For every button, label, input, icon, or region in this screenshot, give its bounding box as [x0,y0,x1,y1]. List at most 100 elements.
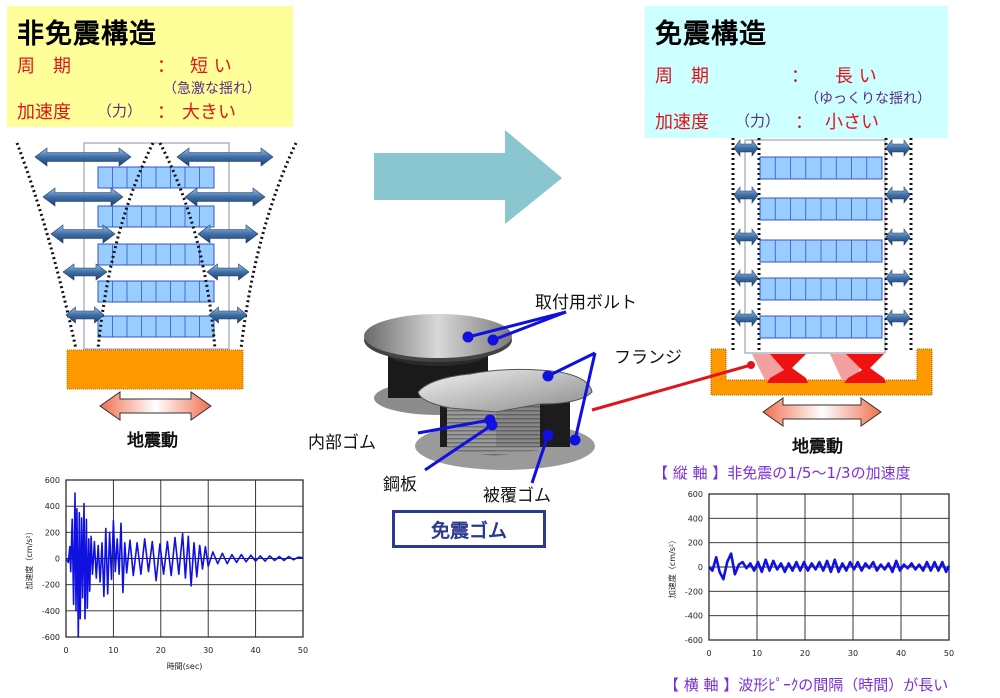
sway-arrow-icon [42,187,124,207]
y-tick-label: 600 [688,490,703,499]
x-tick-label: 20 [800,649,810,658]
floor [97,315,215,338]
y-axis-label: 加速度（cm/s²） [667,536,677,598]
isolated-info-panel: 免震構造 周 期 ： 長 い （ゆっくりな揺れ） 加速度 （力） ： 小さい [645,6,948,138]
period-label: 周 期 [655,66,709,87]
sway-arrow-icon [50,224,116,244]
isolation-bearing-icon [752,354,808,383]
acceleration-value: 大きい [182,102,236,123]
acceleration-colon: ： [795,112,813,133]
period-note: （ゆっくりな揺れ） [805,91,931,107]
floor [97,243,215,266]
cover-rubber-label: 被覆ゴム [483,486,551,506]
y-axis-label: 加速度（cm/s²） [24,527,34,589]
rubber-bearing-illustration [364,310,755,484]
y-tick-label: -600 [42,633,60,642]
sway-arrow-icon [885,139,911,157]
non-isolated-building [15,142,298,421]
x-tick-label: 0 [63,646,68,655]
ground-motion-label: 地震動 [792,437,843,457]
ground-motion-label: 地震動 [127,431,178,451]
sway-arrow-icon [208,306,248,324]
transition-arrow-icon [374,130,562,224]
y-tick-label: 0 [55,555,60,564]
floor [97,166,215,189]
sway-arrow-icon [733,269,759,287]
floor [759,239,883,263]
ground-motion-arrow-icon [99,391,212,421]
x-tick-label: 40 [251,646,261,655]
period-colon: ： [157,56,175,77]
isolated-building [710,138,933,427]
sway-arrows [733,139,911,327]
floor [759,156,883,180]
isolation-bearing-icon [830,354,886,383]
floor [97,205,215,228]
sway-arrow-icon [885,228,911,246]
non-isolated-info-panel: 非免震構造 周 期 ： 短 い （急激な揺れ） 加速度 （力） ： 大きい [7,6,293,127]
x-tick-label: 20 [156,646,166,655]
sway-arrow-icon [733,186,759,204]
x-tick-label: 10 [108,646,118,655]
y-tick-label: 200 [688,539,703,548]
x-tick-label: 10 [752,649,762,658]
inner-rubber-label: 内部ゴム [308,433,376,453]
acceleration-series-line [708,552,951,581]
bolt-label: 取付用ボルト [535,293,637,313]
floor [759,197,883,221]
force-label: （力） [97,102,143,120]
non-isolated-title: 非免震構造 [17,19,157,50]
sway-arrow-icon [885,309,911,327]
vertical-axis-note: 【 縦 軸 】非免震の1/5～1/3の加速度 [653,464,911,482]
acceleration-label: 加速度 [17,102,71,123]
sway-arrow-icon [206,263,250,281]
y-tick-label: -400 [685,612,703,621]
sway-arrow-icon [885,186,911,204]
floor [759,315,883,339]
acceleration-value: 小さい [825,112,879,133]
steel-plate-label: 鋼板 [383,475,417,495]
y-tick-label: 400 [45,502,60,511]
x-tick-label: 50 [944,649,954,658]
acceleration-colon: ： [157,102,175,123]
y-tick-label: -200 [42,581,60,590]
y-tick-label: -600 [685,636,703,645]
sway-arrow-icon [176,147,274,167]
horizontal-axis-note: 【 横 軸 】波形ﾋﾟｰｸの間隔（時間）が長い [664,676,949,694]
sway-arrow-icon [34,147,132,167]
sway-arrow-icon [197,224,259,244]
period-colon: ： [791,66,809,87]
building-floors [97,166,215,338]
ground-motion-arrow-icon [762,397,882,427]
y-tick-label: -400 [42,607,60,616]
sway-arrow-icon [733,228,759,246]
period-value: 短 い [190,56,232,77]
foundation [66,349,244,390]
x-tick-label: 50 [298,646,308,655]
sway-arrow-icon [733,309,759,327]
acceleration-series-line [65,492,304,638]
force-label: （力） [735,112,781,130]
period-note: （急激な揺れ） [163,81,261,97]
sway-arrow-icon [65,306,105,324]
y-tick-label: 0 [698,563,703,572]
rubber-bearing-badge: 免震ゴム [392,510,546,548]
sway-arrow-icon [733,139,759,157]
isolated-title: 免震構造 [655,19,767,50]
floor [759,277,883,301]
acceleration-label: 加速度 [655,112,709,133]
x-tick-label: 30 [203,646,213,655]
foundation-pit [710,348,933,396]
sway-arrows [34,147,274,324]
y-tick-label: 200 [45,528,60,537]
sway-arrow-icon [184,187,266,207]
period-label: 周 期 [17,56,71,77]
sway-arrow-icon [885,269,911,287]
flange-label: フランジ [614,348,682,368]
y-tick-label: 400 [688,514,703,523]
building-floors [759,156,883,339]
sway-arrow-icon [62,263,108,281]
y-tick-label: -200 [685,587,703,596]
